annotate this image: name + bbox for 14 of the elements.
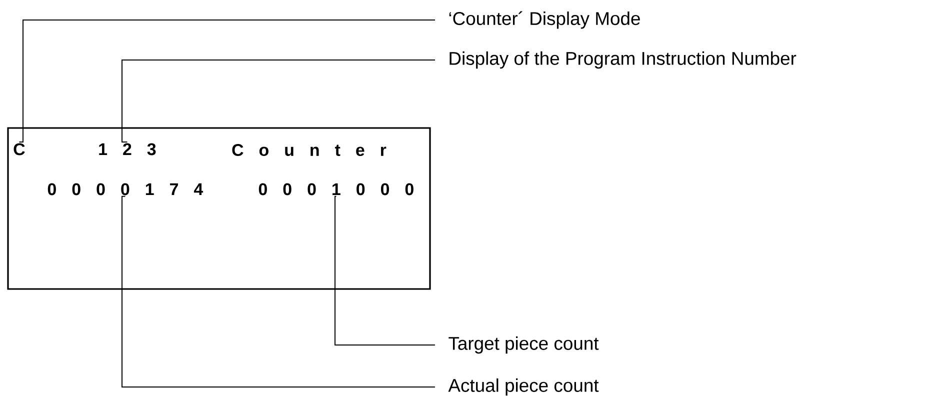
leader-line <box>334 196 436 346</box>
display-text: 0 0 0 0 1 7 4 <box>48 183 204 196</box>
display-text: 0 0 0 1 0 0 0 <box>258 183 414 196</box>
leader-line <box>122 196 436 388</box>
display-text: C <box>14 143 25 156</box>
display-text: C o u n t e r <box>232 144 386 156</box>
display-text: 1 2 3 <box>99 143 156 156</box>
annotation-text: ‘Counter´ Display Mode <box>449 11 640 29</box>
annotation-text: Target piece count <box>448 336 599 354</box>
display-box <box>7 127 431 290</box>
leader-line <box>122 60 436 142</box>
annotation-text: Actual piece count <box>448 378 599 396</box>
leader-line <box>18 20 436 142</box>
annotation-text: Display of the Program Instruction Number <box>450 51 796 69</box>
